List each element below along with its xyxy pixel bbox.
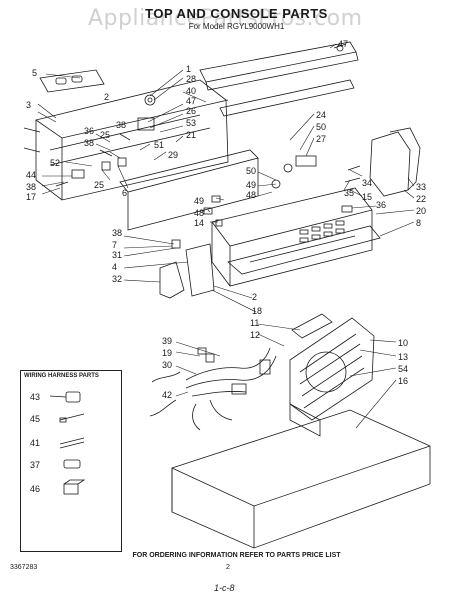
callout-2b: 2 [252,292,257,302]
wiring-harness-legend-box [20,370,122,552]
callout-16: 16 [398,376,408,386]
board-cover-plate [291,313,333,339]
callout-29: 29 [168,150,178,160]
callout-labels: 5 1 28 40 47 26 53 21 3 2 36 38 38 25 51… [26,39,426,400]
dryer-top-panel [171,409,431,549]
callout-53: 53 [186,118,196,128]
document-number: 3367283 [10,564,38,571]
legend-item-45: 45 [30,414,40,424]
callout-32: 32 [112,274,122,284]
callout-14: 14 [194,218,204,228]
callout-38b: 38 [84,138,94,148]
callout-49a: 49 [246,180,256,190]
console-mounting-rail [119,149,259,231]
callout-48b: 48 [194,208,204,218]
callout-28: 28 [186,74,196,84]
callout-50b: 50 [246,166,256,176]
callout-7: 7 [112,240,117,250]
left-end-cap [159,261,185,299]
callout-30: 30 [162,360,172,370]
callout-52: 52 [50,158,60,168]
callout-13: 13 [398,352,408,362]
callout-12: 12 [250,330,260,340]
legend-item-41-drawing [59,437,85,449]
callout-19: 19 [162,348,172,358]
callout-47b: 47 [338,39,348,49]
callout-27: 27 [316,134,326,144]
callout-31: 31 [112,250,122,260]
leader-lines [37,43,415,429]
legend-item-46: 46 [30,484,40,494]
callout-2: 2 [104,92,109,102]
legend-item-45-drawing [59,413,85,423]
callout-38c: 38 [26,182,36,192]
callout-6: 6 [122,188,127,198]
legend-item-numbers: 43 45 41 37 46 [30,392,40,494]
top-trim-bar [199,41,359,91]
console-graphics-overlay [227,225,381,275]
page-number: 2 [226,564,230,571]
ordering-information-note: FOR ORDERING INFORMATION REFER TO PARTS … [132,552,341,559]
callout-48a: 48 [246,190,256,200]
callout-42: 42 [162,390,172,400]
callout-38d: 38 [112,228,122,238]
callout-25: 25 [100,130,110,140]
callout-15: 15 [362,192,372,202]
callout-47a: 47 [186,96,196,106]
wire-harness [149,347,277,431]
callout-5: 5 [32,68,37,78]
callout-20: 20 [416,206,426,216]
callout-36b: 36 [376,200,386,210]
top-trim-strip [219,79,355,117]
callout-4: 4 [112,262,117,272]
legend-item-37-drawing [63,459,81,469]
callout-39: 39 [162,336,172,346]
callout-8: 8 [416,218,421,228]
callout-40: 40 [186,86,196,96]
callout-22: 22 [416,194,426,204]
wiring-harness-legend-title: WIRING HARNESS PARTS [24,373,99,379]
legend-item-46-drawing [63,479,86,495]
control-board [289,317,375,421]
callout-18: 18 [252,306,262,316]
console-control-panel [211,187,373,287]
callout-44: 44 [26,170,36,180]
callout-11: 11 [250,318,259,328]
callout-50a: 50 [316,122,326,132]
callout-38a: 38 [116,120,126,130]
callout-35: 35 [344,188,354,198]
console-rear-housing [35,79,229,201]
callout-49b: 49 [194,196,204,206]
callout-36a: 36 [84,126,94,136]
callout-17: 17 [26,192,36,202]
callout-21: 21 [186,130,196,140]
console-back-plate [39,69,105,93]
legend-item-43-drawing [49,391,81,403]
diagram-subtitle: For Model RGYL9000WH1 [188,22,285,31]
harness-connector [289,403,321,437]
hardware-fasteners [23,43,361,249]
callout-3: 3 [26,100,31,110]
legend-item-37: 37 [30,460,40,470]
callout-24: 24 [316,110,326,120]
callout-10: 10 [398,338,408,348]
callout-51: 51 [154,140,164,150]
callout-33: 33 [416,182,426,192]
end-cap-bracket [185,243,215,297]
callout-1: 1 [186,64,191,74]
handwritten-note: 1-c-8 [214,583,235,593]
diagram-title: TOP AND CONSOLE PARTS [145,6,328,21]
callout-54: 54 [398,364,408,374]
legend-item-43: 43 [30,392,40,402]
watermark: AppliancePartsPros.com [88,6,363,31]
callout-26: 26 [186,106,196,116]
callout-34: 34 [362,178,372,188]
callout-25b: 25 [94,180,104,190]
legend-item-41: 41 [30,438,40,448]
